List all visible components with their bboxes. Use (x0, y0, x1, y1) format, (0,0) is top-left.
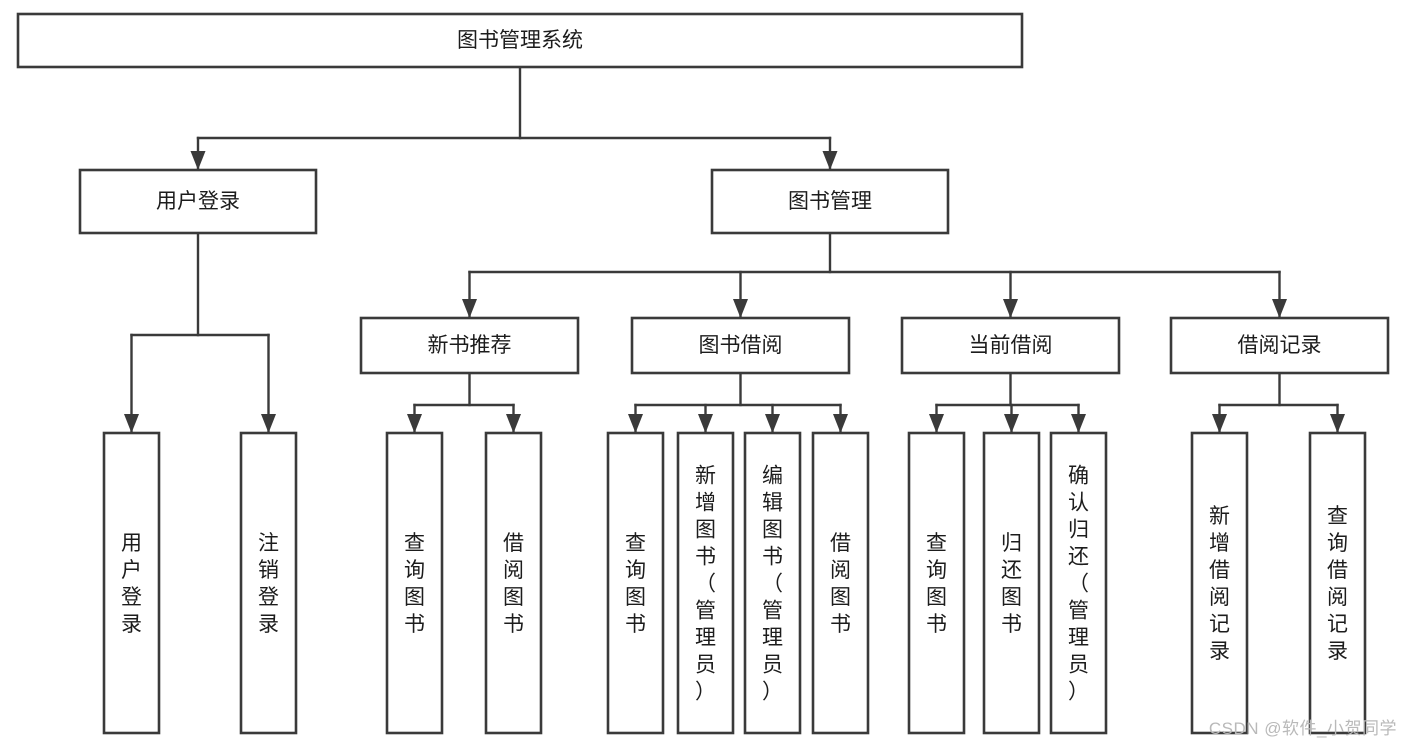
node-leaf-re-query[interactable]: 查询借阅记录 (1308, 431, 1367, 735)
node-box-leaf-user-logout[interactable] (239, 431, 298, 735)
node-box-l1-user[interactable] (78, 168, 318, 235)
node-l2-borrow[interactable]: 图书借阅 (630, 316, 851, 375)
node-box-leaf-nb-query[interactable] (385, 431, 444, 735)
node-box-leaf-bo-query[interactable] (606, 431, 665, 735)
node-leaf-cu-return[interactable]: 归还图书 (982, 431, 1041, 735)
edge-group-l2_current (929, 371, 1086, 434)
edge-group-l2_record (1212, 371, 1345, 434)
node-label: 确认归还（管理员） (1068, 465, 1089, 704)
node-l2-record[interactable]: 借阅记录 (1169, 316, 1390, 375)
node-label: 图书借阅 (699, 334, 783, 357)
node-box-l1-book[interactable] (710, 168, 950, 235)
node-l2-current[interactable]: 当前借阅 (900, 316, 1121, 375)
node-label: 用户登录 (121, 532, 142, 636)
node-leaf-user-login[interactable]: 用户登录 (102, 431, 161, 735)
node-l1-book[interactable]: 图书管理 (710, 168, 950, 235)
node-label: 新增借阅记录 (1209, 505, 1230, 663)
node-box-leaf-cu-query[interactable] (907, 431, 966, 735)
connector-layer (124, 65, 1345, 434)
node-box-leaf-re-add[interactable] (1190, 431, 1249, 735)
node-label: 归还图书 (1001, 532, 1022, 636)
node-l1-user[interactable]: 用户登录 (78, 168, 318, 235)
node-box-leaf-user-login[interactable] (102, 431, 161, 735)
node-box-root[interactable] (16, 12, 1024, 69)
watermark-text: CSDN @软件_小贺同学 (1208, 719, 1397, 738)
node-box-l2-current[interactable] (900, 316, 1121, 375)
node-label: 图书管理系统 (457, 29, 583, 52)
node-leaf-bo-query[interactable]: 查询图书 (606, 431, 665, 735)
edge-group-l1_user (124, 231, 276, 434)
node-label: 查询图书 (926, 532, 947, 636)
node-label: 新书推荐 (428, 334, 512, 357)
node-leaf-bo-add[interactable]: 新增图书（管理员） (676, 431, 735, 735)
node-leaf-re-add[interactable]: 新增借阅记录 (1190, 431, 1249, 735)
node-box-l2-borrow[interactable] (630, 316, 851, 375)
node-leaf-bo-borrow[interactable]: 借阅图书 (811, 431, 870, 735)
node-label: 查询借阅记录 (1327, 505, 1348, 663)
node-leaf-nb-borrow[interactable]: 借阅图书 (484, 431, 543, 735)
edge-group-l2_newbook (407, 371, 521, 434)
node-leaf-cu-query[interactable]: 查询图书 (907, 431, 966, 735)
node-leaf-nb-query[interactable]: 查询图书 (385, 431, 444, 735)
node-box-leaf-bo-edit[interactable] (743, 431, 802, 735)
edge-group-l2_borrow (628, 371, 848, 434)
node-box-leaf-nb-borrow[interactable] (484, 431, 543, 735)
node-box-l2-record[interactable] (1169, 316, 1390, 375)
node-box-l2-newbook[interactable] (359, 316, 580, 375)
node-label: 图书管理 (788, 190, 872, 213)
node-label: 借阅记录 (1238, 334, 1322, 357)
node-l2-newbook[interactable]: 新书推荐 (359, 316, 580, 375)
node-label: 用户登录 (156, 190, 240, 213)
node-label: 查询图书 (404, 532, 425, 636)
node-leaf-bo-edit[interactable]: 编辑图书（管理员） (743, 431, 802, 735)
node-label: 当前借阅 (969, 334, 1053, 357)
edge-group-root (190, 65, 838, 171)
node-box-leaf-bo-borrow[interactable] (811, 431, 870, 735)
node-box-leaf-cu-return[interactable] (982, 431, 1041, 735)
node-root[interactable]: 图书管理系统 (16, 12, 1024, 69)
node-label: 编辑图书（管理员） (762, 465, 783, 704)
node-leaf-cu-confirm[interactable]: 确认归还（管理员） (1049, 431, 1108, 735)
node-label: 查询图书 (625, 532, 646, 636)
node-label: 借阅图书 (503, 532, 524, 636)
node-label: 注销登录 (258, 532, 279, 636)
node-label: 借阅图书 (830, 532, 851, 636)
edge-group-l1_book (462, 231, 1287, 319)
node-box-leaf-re-query[interactable] (1308, 431, 1367, 735)
node-layer: 图书管理系统用户登录图书管理新书推荐图书借阅当前借阅借阅记录用户登录注销登录查询… (16, 12, 1390, 735)
node-leaf-user-logout[interactable]: 注销登录 (239, 431, 298, 735)
node-box-leaf-bo-add[interactable] (676, 431, 735, 735)
node-label: 新增图书（管理员） (695, 465, 716, 704)
node-box-leaf-cu-confirm[interactable] (1049, 431, 1108, 735)
